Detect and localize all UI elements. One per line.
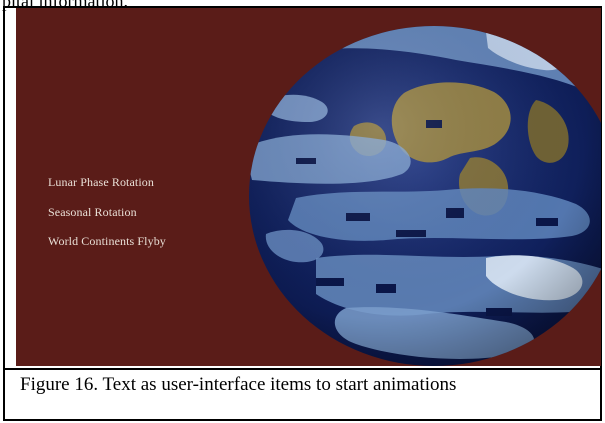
globe-scene-svg	[16, 8, 601, 366]
menu-item-world-continents-flyby[interactable]: World Continents Flyby	[48, 234, 166, 248]
preceding-text-fragment: pital information.	[2, 0, 128, 11]
menu-item-seasonal-rotation[interactable]: Seasonal Rotation	[48, 205, 137, 219]
menu-item-lunar-phase-rotation[interactable]: Lunar Phase Rotation	[48, 175, 154, 189]
figure-screenshot	[16, 8, 601, 366]
figure-frame	[3, 6, 602, 421]
figure-caption: Figure 16. Text as user-interface items …	[20, 374, 457, 395]
caption-divider	[3, 368, 602, 370]
